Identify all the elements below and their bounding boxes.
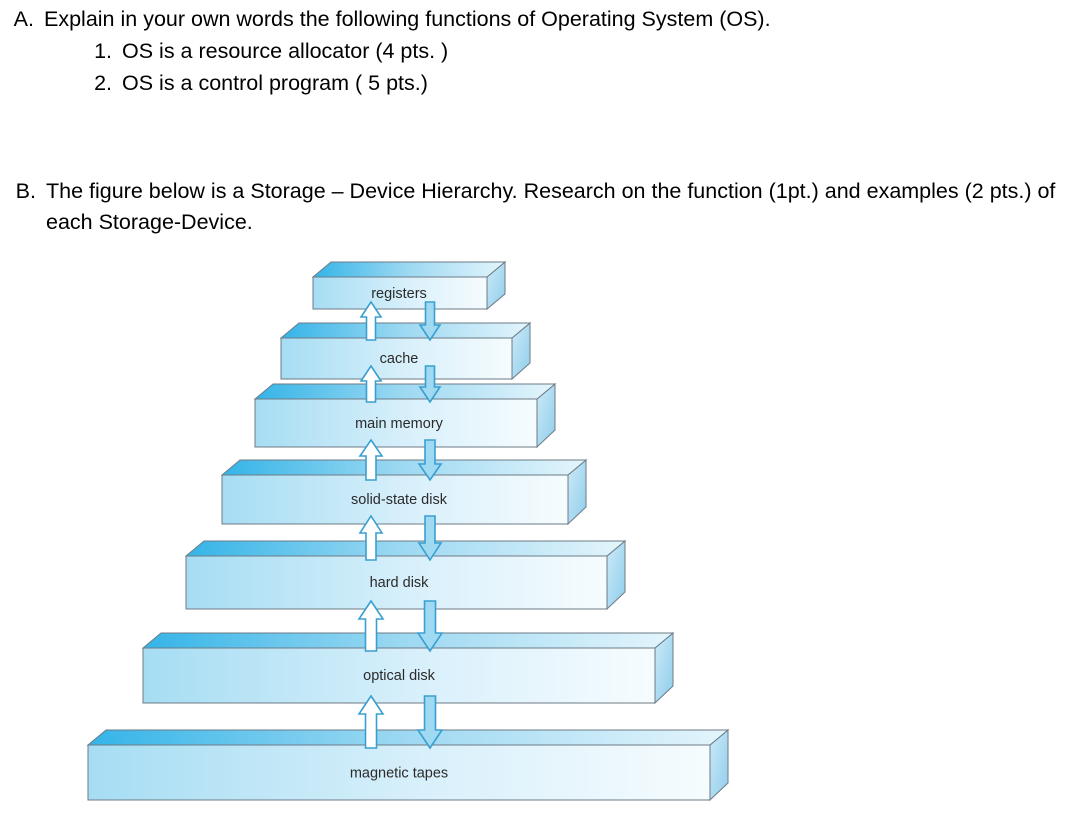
level-hard-disk: hard disk: [184, 539, 627, 611]
question-a-text: Explain in your own words the following …: [44, 7, 771, 31]
hard-disk-front-face: [185, 555, 608, 610]
solid-state-disk-front-face: [221, 474, 569, 525]
subitem-2-text: OS is a control program ( 5 pts.): [122, 71, 428, 95]
arrow-pair-registers-cache: [359, 300, 442, 342]
cache-front-face: [280, 337, 513, 380]
main-memory-label: main memory: [355, 416, 444, 432]
subitem-1-text: OS is a resource allocator (4 pts. ): [122, 39, 449, 63]
subitem-2-number: 2.: [94, 71, 112, 95]
arrow-pair-optical-disk-magnetic-tapes: [357, 694, 444, 750]
level-optical-disk: optical disk: [141, 631, 675, 705]
arrow-pair-cache-main-memory: [359, 364, 442, 404]
arrow-down-registers-cache: [418, 301, 442, 342]
registers-top-face: [311, 261, 507, 278]
arrow-down-hard-disk-optical-disk: [416, 600, 444, 653]
question-a-letter: A.: [13, 7, 34, 31]
level-magnetic-tapes: magnetic tapes: [86, 728, 730, 802]
question-b-letter: B.: [15, 179, 36, 203]
arrow-down-cache-main-memory: [418, 365, 442, 404]
arrow-down-ssd-hard-disk: [417, 515, 443, 562]
level-cache: cache: [279, 321, 532, 381]
subitem-1-number: 1.: [94, 39, 112, 63]
arrow-up-hard-disk-optical-disk: [357, 599, 385, 652]
arrow-up-cache-main-memory: [359, 364, 383, 403]
arrow-up-ssd-hard-disk: [358, 514, 384, 561]
storage-device-hierarchy-figure: magnetic tapes optical disk hard disk so…: [0, 252, 1080, 826]
main-memory-front-face: [254, 398, 538, 448]
magnetic-tapes-front-face: [87, 744, 711, 801]
question-a-subitems: 1. OS is a resource allocator (4 pts. ) …: [80, 37, 771, 98]
cache-top-face: [279, 322, 532, 339]
arrow-up-registers-cache: [359, 300, 383, 341]
level-solid-state-disk: solid-state disk: [220, 458, 588, 526]
hard-disk-top-face: [184, 540, 627, 557]
arrow-pair-hard-disk-optical-disk: [357, 599, 444, 653]
question-b: B. The figure below is a Storage – Devic…: [0, 176, 1075, 238]
magnetic-tapes-label: magnetic tapes: [350, 765, 448, 781]
level-registers: registers: [311, 260, 507, 311]
optical-disk-front-face: [142, 647, 656, 704]
arrow-down-optical-disk-magnetic-tapes: [416, 695, 444, 750]
question-a-subitem-2: 2. OS is a control program ( 5 pts.): [80, 69, 771, 98]
arrow-pair-main-memory-ssd: [358, 438, 443, 482]
solid-state-disk-label: solid-state disk: [351, 492, 448, 508]
optical-disk-top-face: [141, 632, 675, 649]
arrow-down-main-memory-ssd: [417, 439, 443, 482]
arrow-pair-ssd-hard-disk: [358, 514, 443, 562]
magnetic-tapes-top-face: [86, 729, 730, 746]
arrow-up-optical-disk-magnetic-tapes: [357, 694, 385, 749]
level-main-memory: main memory: [253, 382, 557, 449]
hard-disk-label: hard disk: [370, 575, 430, 591]
arrow-up-main-memory-ssd: [358, 438, 384, 481]
optical-disk-label: optical disk: [363, 668, 435, 684]
question-a-subitem-1: 1. OS is a resource allocator (4 pts. ): [80, 37, 771, 66]
cache-label: cache: [380, 351, 419, 367]
registers-label: registers: [371, 286, 427, 302]
question-b-text: The figure below is a Storage – Device H…: [46, 179, 1056, 234]
question-a: A. Explain in your own words the followi…: [0, 4, 1040, 98]
solid-state-disk-top-face: [220, 459, 588, 476]
registers-front-face: [312, 276, 488, 310]
main-memory-top-face: [253, 383, 557, 400]
